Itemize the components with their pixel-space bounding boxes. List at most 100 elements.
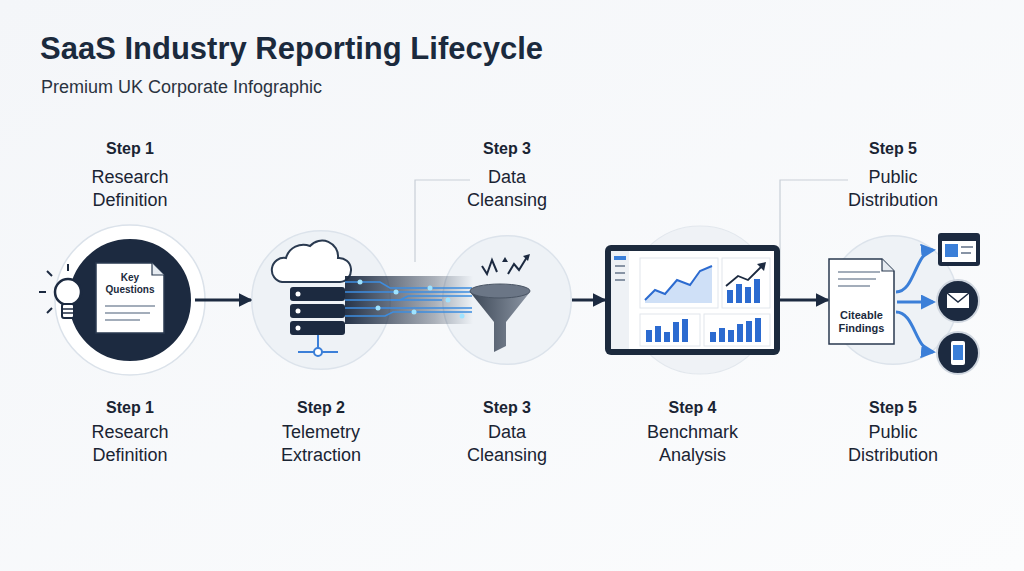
step-circle [67,237,193,363]
chart-panel [704,314,770,346]
email-icon [937,280,979,322]
stream-dot [412,310,417,315]
icon-circle [937,332,979,374]
server-unit [290,321,345,335]
envelope-flap [947,293,969,302]
step-name: Telemetry Extraction [266,421,376,467]
document-card: Citeable Findings [828,258,895,345]
halo-ring [55,225,205,375]
stream-dot [460,314,465,319]
dashboard-monitor: Step 4Benchmark Analysis [605,245,780,355]
document-fold [882,259,894,271]
trend-line [726,266,762,286]
step-circle-node: Step 1Research DefinitionKey Questions [65,235,195,365]
stream-line [345,282,472,288]
leader-line [415,180,470,262]
text-line [105,312,150,314]
step-name: Research Definition [75,166,185,212]
step-circle [443,236,572,365]
step-circle [829,236,958,365]
document-text-block: Citeable Findings [828,309,895,335]
envelope [947,293,969,308]
bar [710,332,716,342]
flow-arrow [572,299,605,302]
sidebar [611,251,629,349]
stream-line [345,312,472,316]
stream-band [345,276,473,324]
bar [673,322,679,342]
flow-arrow [195,299,251,302]
bar [737,324,743,342]
server-light [296,326,301,331]
server-base [298,351,338,353]
phone-screen [953,345,963,360]
server-node [314,348,322,356]
sidebar-item [615,265,625,267]
bulb-stripe [62,308,74,310]
stream-line [345,296,472,300]
document-card: Key Questions [95,262,165,334]
bar [682,319,688,342]
step-caption: Step 4Benchmark Analysis [593,398,793,467]
node-outline [605,245,780,355]
funnel-rim [470,284,530,298]
text-line [105,319,140,321]
mobile-icon [937,332,979,374]
share-arrow [897,301,933,304]
step-name: Data Cleansing [452,421,562,467]
web-icon [938,233,980,266]
window-screen [942,241,976,262]
phone-body [951,341,965,365]
cloud [272,241,351,282]
funnel-cone [470,292,530,352]
distribution-arrows [896,250,933,352]
document-lines [838,272,880,286]
monitor-screen [611,251,774,349]
bulb-ray [39,291,46,293]
document-title: Key Questions [102,272,158,296]
server-light [296,309,301,314]
step-circle-node: Step 2Telemetry Extraction [251,230,391,370]
step-circle [252,231,391,370]
stream-dot [394,290,399,295]
step-number: Step 3 [452,139,562,159]
server-stem [317,335,319,348]
window-image [945,244,958,257]
chart-panel [640,314,700,346]
sidebar-item [615,272,625,274]
text-line [838,278,876,280]
server-unit [290,287,345,301]
bar [664,332,670,342]
data-stream [345,276,473,324]
sparkle [508,257,527,274]
bulb-ray [47,271,52,276]
step-number: Step 5 [838,139,948,159]
step-name: Research Definition [75,421,185,467]
server-light [296,292,301,297]
stream-line [345,291,472,293]
node-outline [251,230,391,370]
sparkle-tip [523,254,530,261]
bar [728,330,734,342]
node-outline [442,235,572,365]
step-name: Public Distribution [838,421,948,467]
stream-dot [376,306,381,311]
diagram-subtitle: Premium UK Corporate Infographic [41,77,322,98]
document-title: Citeable Findings [832,309,892,335]
step-number: Step 5 [793,398,993,418]
document-text-block: Key Questions [95,272,165,296]
bar [646,330,652,342]
step-name: Data Cleansing [452,166,562,212]
window-line [961,252,971,254]
monitor-frame [605,245,780,355]
step-circle-node: Step 5Public DistributionCiteable Findin… [828,235,958,365]
bulb-glass [55,279,81,305]
step-name: Public Distribution [838,166,948,212]
step-name: Benchmark Analysis [638,421,748,467]
stream-line [345,307,472,309]
step-circle-node: Step 3Data Cleansing [442,235,572,365]
bulb-stripe [62,312,74,314]
step-number: Step 2 [221,398,421,418]
step-number: Step 3 [407,398,607,418]
